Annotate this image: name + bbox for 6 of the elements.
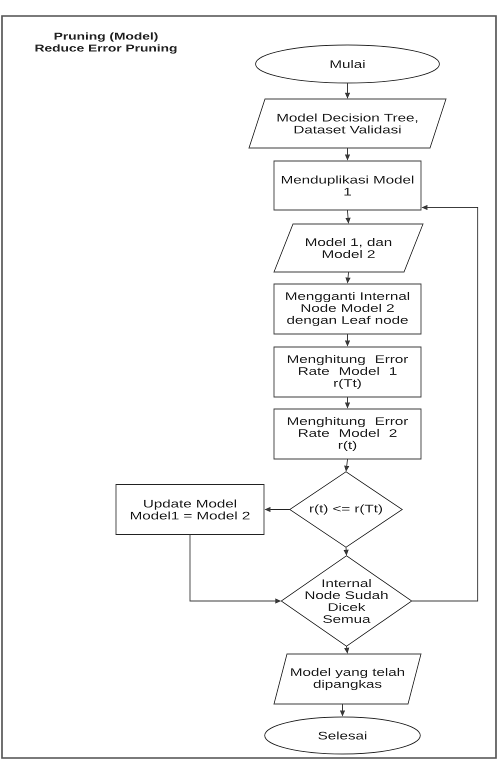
- process-box: Menduplikasi Model 1: [274, 160, 422, 210]
- diagram-title: Pruning (Model) Reduce Error Pruning: [36, 32, 176, 54]
- process-box: Menghitung Error Rate Model 2 r(t): [274, 408, 422, 460]
- process-box: Mengganti Internal Node Model 2 dengan Leaf node: [274, 284, 422, 334]
- process-box: Update Model Model1 = Model 2: [116, 484, 264, 535]
- process-box: Menghitung Error Rate Model 1 r(Tt): [274, 346, 422, 398]
